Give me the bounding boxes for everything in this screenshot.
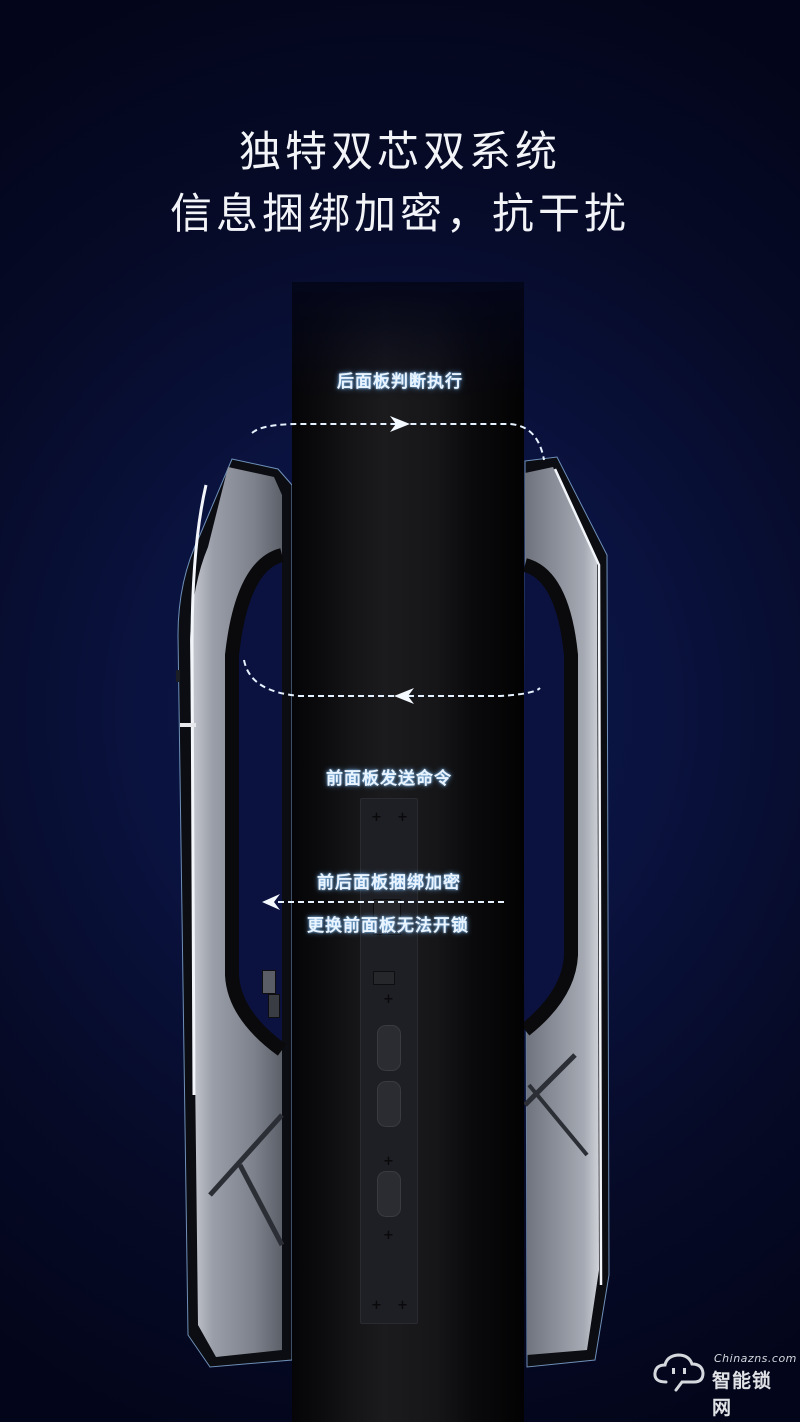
binding-label-line-2: 更换前面板无法开锁 (307, 916, 469, 936)
spindle-slot (377, 1081, 401, 1127)
watermark-name: 智能锁网 (712, 1370, 773, 1419)
door-top-shadow (292, 282, 524, 402)
left-lock-handle (176, 458, 293, 1368)
screw-icon: + (383, 1154, 394, 1169)
door-latch (262, 970, 276, 994)
mounting-plate: + + + + + + + (360, 798, 418, 1324)
screw-icon: + (383, 1228, 394, 1243)
watermark: Chinazns.com 智能锁网 (652, 1352, 796, 1419)
cable-port (373, 899, 401, 935)
screw-icon: + (397, 1298, 408, 1313)
screw-icon: + (371, 1298, 382, 1313)
right-lock-handle (520, 456, 610, 1368)
headline-line-2: 信息捆绑加密，抗干扰 (169, 189, 630, 238)
screw-icon: + (371, 810, 382, 825)
arrow-left-icon (394, 688, 414, 704)
binding-label-line-1: 前后面板捆绑加密 (317, 873, 461, 893)
connector (373, 971, 395, 985)
arrow-left-icon (262, 894, 280, 910)
spindle-slot (377, 1171, 401, 1217)
arrow-right-icon (390, 416, 410, 432)
watermark-domain: Chinazns.com (714, 1352, 797, 1365)
headline-line-1: 独特双芯双系统 (238, 127, 561, 176)
front-panel-label: 前面板发送命令 (326, 769, 452, 789)
screw-icon: + (383, 992, 394, 1007)
cloud-icon (653, 1353, 705, 1392)
screw-icon: + (397, 810, 408, 825)
rear-panel-label: 后面板判断执行 (337, 372, 463, 392)
door-latch-tongue (268, 994, 280, 1018)
spindle-slot (377, 1025, 401, 1071)
